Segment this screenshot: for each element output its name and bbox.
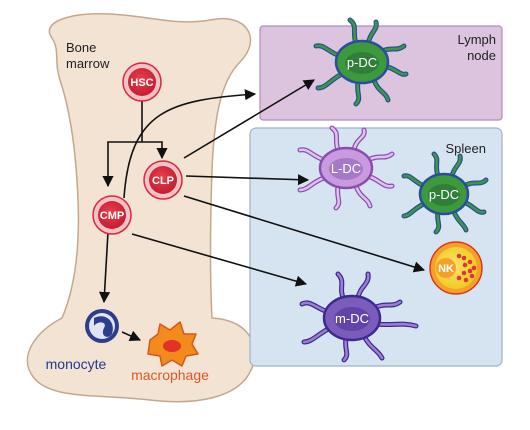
nk-granules	[456, 253, 477, 283]
macrophage-cell	[147, 321, 199, 367]
arrow-cmp-to-monocyte	[98, 231, 111, 304]
monocyte-cell	[85, 309, 119, 343]
nk-cell: NK	[429, 241, 483, 295]
arrow-hsc-to-clp	[142, 141, 168, 160]
clp-label: CLP	[152, 175, 174, 187]
monocyte-label: monocyte	[46, 356, 107, 372]
pdc-spleen-label: p-DC	[429, 187, 459, 202]
arrow-clp-to-nk	[183, 195, 426, 273]
macrophage-label: macrophage	[131, 367, 209, 383]
spleen-label: Spleen	[446, 141, 486, 156]
arrow-cmp-to-mdc	[131, 233, 308, 287]
cmp-label: CMP	[100, 210, 124, 222]
lineage-arrows	[98, 79, 426, 342]
mdc-cell: m-DC	[299, 271, 419, 363]
pdc-spleen-cell: p-DC	[401, 151, 489, 235]
arrow-cmp-to-lymph-node	[123, 89, 257, 199]
arrow-hsc-to-cmp	[102, 141, 142, 188]
mdc-label: m-DC	[335, 311, 369, 326]
hsc-cell: HSC	[122, 62, 162, 102]
clp-cell: CLP	[143, 160, 183, 200]
arrow-clp-to-ldc	[185, 174, 310, 186]
nk-label: NK	[438, 263, 454, 275]
arrow-clp-to-pdc	[183, 79, 315, 159]
arrow-monocyte-to-macrophage	[121, 330, 142, 342]
cmp-cell: CMP	[92, 195, 132, 235]
ldc-label: L-DC	[331, 161, 361, 176]
pdc-lymph-label: p-DC	[347, 55, 377, 70]
ldc-cell: L-DC	[297, 125, 395, 211]
hsc-label: HSC	[130, 77, 153, 89]
bone-marrow-region	[26, 13, 256, 403]
pdc-lymph-cell: p-DC	[313, 17, 409, 107]
